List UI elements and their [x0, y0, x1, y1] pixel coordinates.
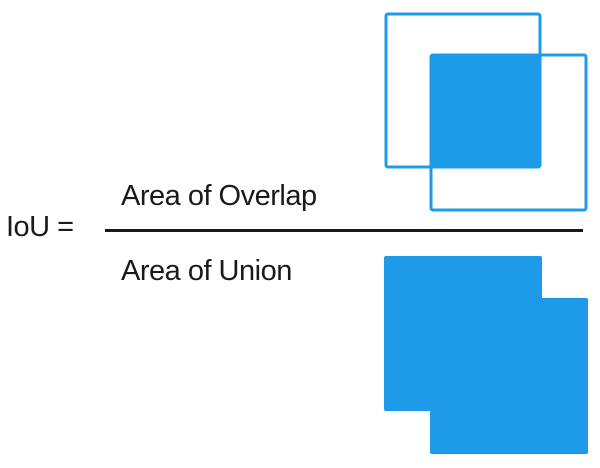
second-box-outline	[429, 53, 588, 212]
fraction-bar	[105, 229, 583, 232]
numerator-text: Area of Overlap	[121, 180, 317, 212]
iou-label: IoU =	[6, 211, 74, 243]
first-box-outline	[384, 12, 542, 169]
overlap-illustration	[384, 12, 588, 212]
union-illustration	[384, 256, 588, 454]
denominator-text: Area of Union	[121, 255, 292, 287]
overlap-region	[431, 55, 540, 167]
union-second-box	[430, 298, 588, 454]
